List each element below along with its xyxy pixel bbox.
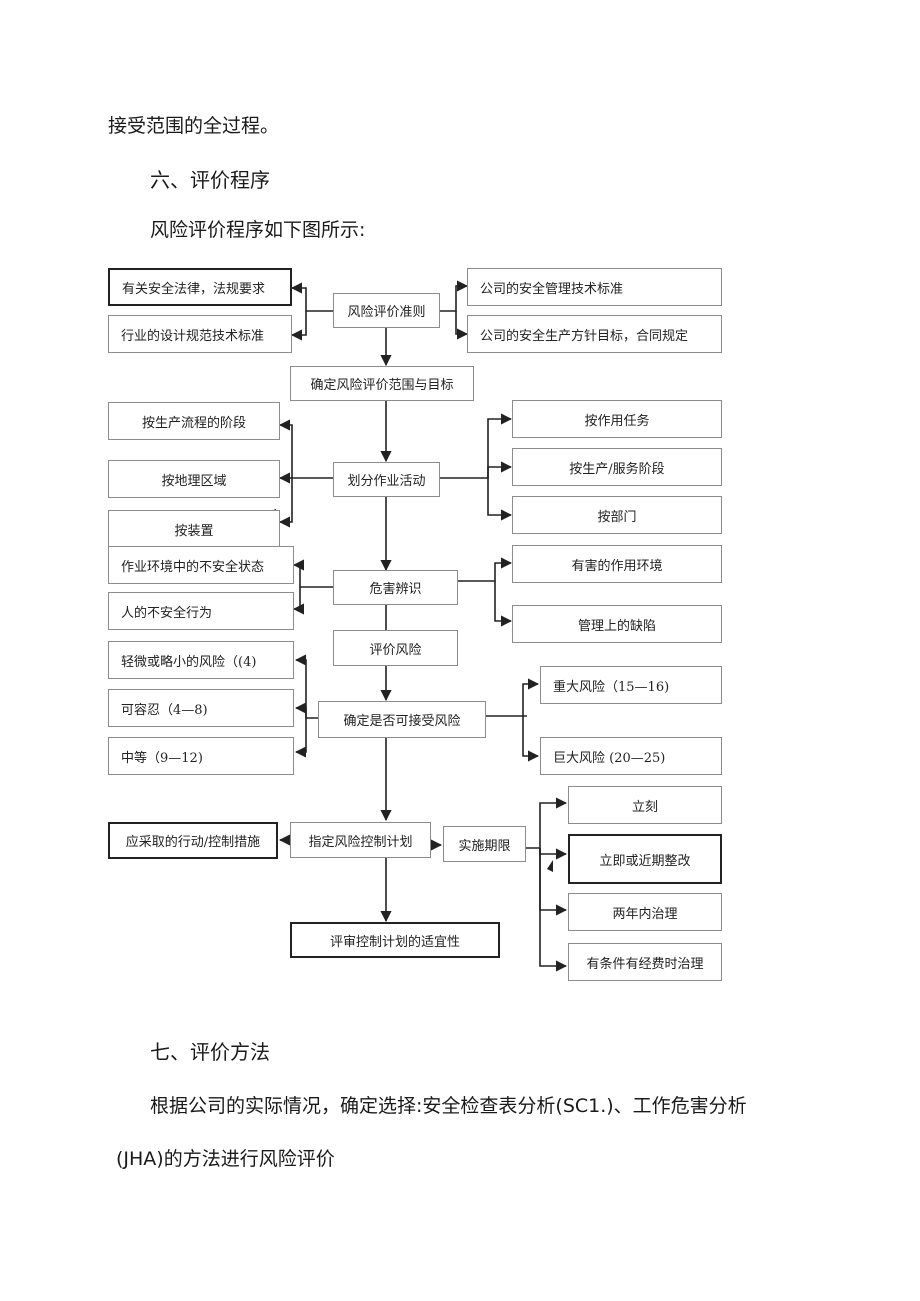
box-when-funded: 有条件有经费时治理	[568, 943, 722, 981]
box-company-standards: 公司的安全管理技术标准	[467, 268, 722, 306]
intro-line: 接受范围的全过程。	[108, 115, 280, 137]
box-evaluate-risk: 评价风险	[333, 630, 458, 666]
box-management-defects: 管理上的缺陷	[512, 605, 722, 643]
box-laws: 有关安全法律，法规要求	[108, 268, 292, 306]
box-by-process: 按生产流程的阶段	[108, 402, 280, 440]
box-by-service-stage: 按生产/服务阶段	[512, 448, 722, 486]
section-7-text-line1: 根据公司的实际情况，确定选择:安全检查表分析(SC1.)、工作危害分析	[150, 1095, 747, 1117]
box-company-goals: 公司的安全生产方针目标，合同规定	[467, 315, 722, 353]
box-review-plan: 评审控制计划的适宜性	[290, 922, 500, 958]
box-control-actions: 应采取的行动/控制措施	[108, 822, 278, 859]
box-industry-standards: 行业的设计规范技术标准	[108, 315, 292, 353]
box-by-department: 按部门	[512, 496, 722, 534]
box-medium-risk: 中等（9—12)	[108, 737, 294, 775]
box-scope: 确定风险评价范围与目标	[290, 366, 474, 401]
box-immediate-or-soon: 立即或近期整改	[568, 834, 722, 884]
box-major-risk: 重大风险（15—16)	[540, 666, 722, 704]
box-by-task: 按作用任务	[512, 400, 722, 438]
box-huge-risk: 巨大风险 (20—25)	[540, 737, 722, 775]
box-tolerable-risk: 可容忍（4—8)	[108, 689, 294, 727]
box-unsafe-environment: 作业环境中的不安全状态	[108, 546, 294, 584]
box-by-region: 按地理区域	[108, 460, 280, 498]
section-7-text-line2: (JHA)的方法进行风险评价	[116, 1148, 335, 1170]
section-7-heading: 七、评价方法	[150, 1040, 270, 1064]
box-immediately: 立刻	[568, 786, 722, 824]
box-divide-activities: 划分作业活动	[333, 462, 440, 497]
box-unsafe-acts: 人的不安全行为	[108, 592, 294, 630]
box-within-two-years: 两年内治理	[568, 893, 722, 931]
box-acceptable-risk: 确定是否可接受风险	[318, 701, 486, 738]
box-control-plan: 指定风险控制计划	[290, 822, 431, 858]
box-deadline: 实施期限	[443, 826, 526, 862]
section-6-heading: 六、评价程序	[150, 168, 270, 192]
box-minor-risk: 轻微或略小的风险（(4)	[108, 641, 294, 679]
section-6-text: 风险评价程序如下图所示:	[150, 219, 366, 241]
box-evaluation-criteria: 风险评价准则	[333, 293, 440, 328]
box-hazard-identification: 危害辨识	[333, 570, 458, 605]
box-harmful-environment: 有害的作用环境	[512, 545, 722, 583]
box-by-device: 按装置	[108, 510, 280, 548]
